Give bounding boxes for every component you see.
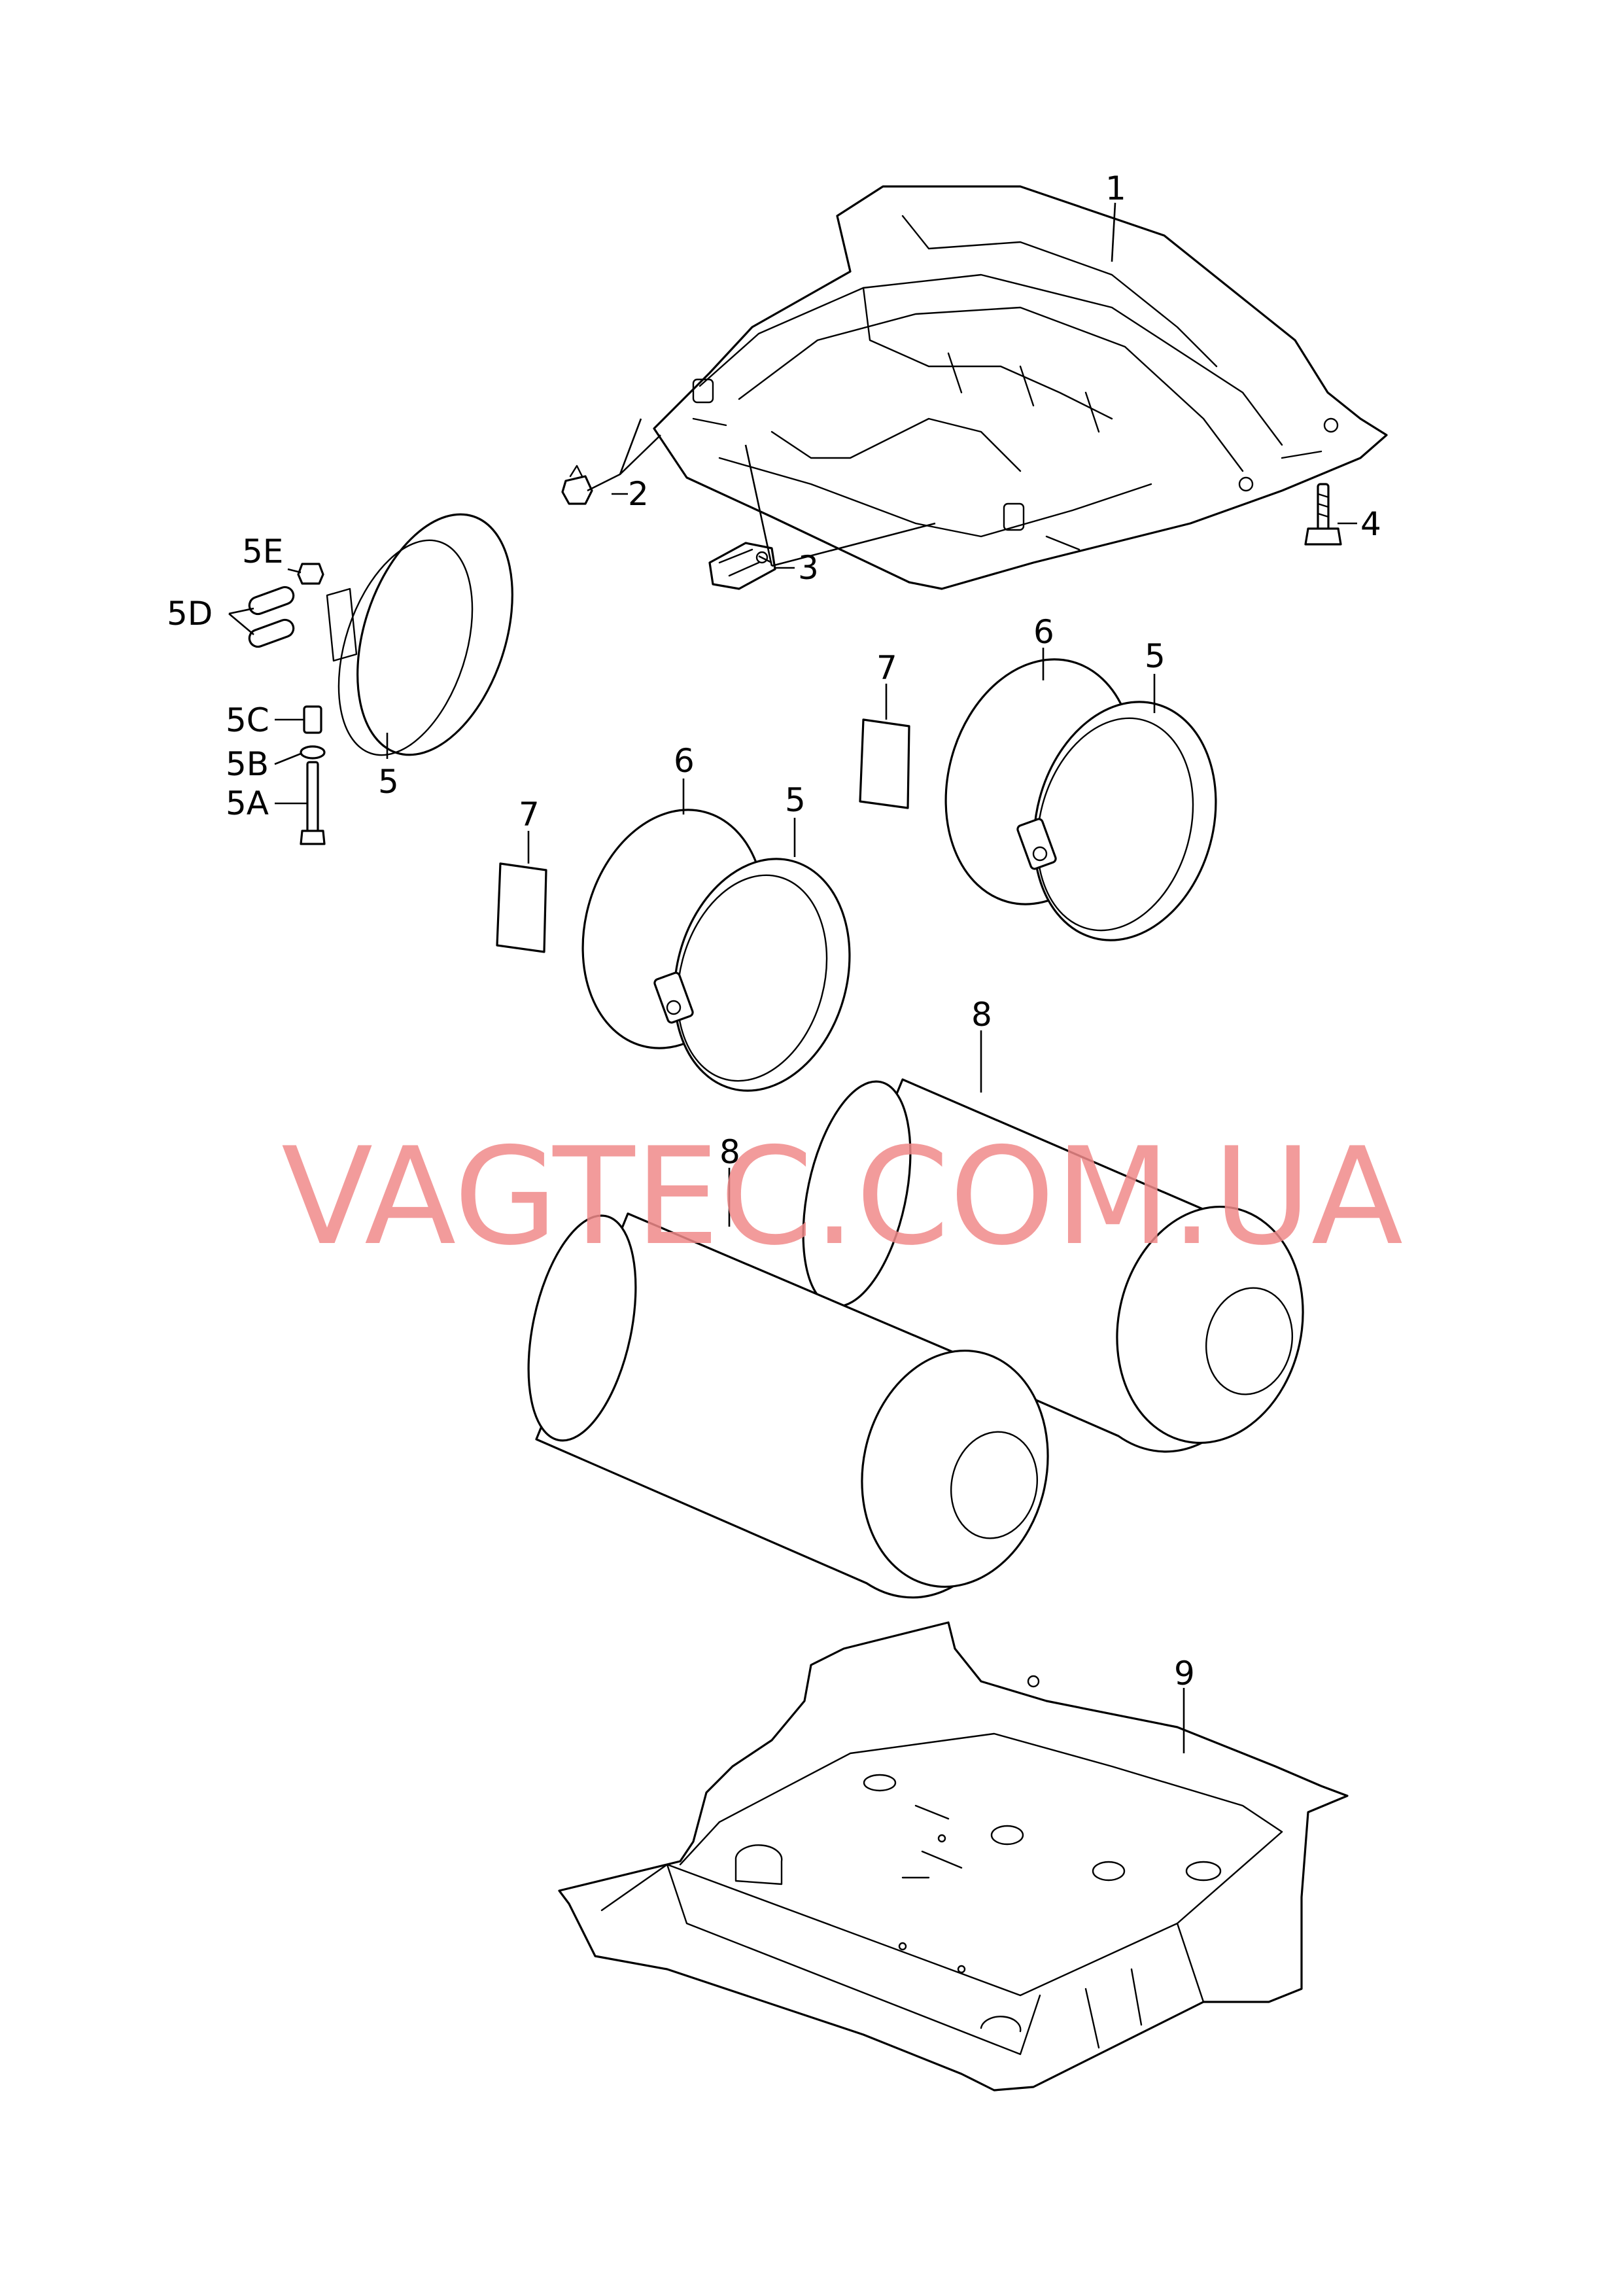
callout-5-left: 5	[378, 763, 399, 801]
part-5A-bolt	[300, 761, 326, 845]
part-5B-washer	[300, 745, 326, 760]
leader-lines	[228, 202, 1357, 1753]
part-3-bracket	[708, 542, 776, 590]
part-5C-spacer	[303, 705, 322, 734]
part-5D-sleeves	[248, 586, 295, 648]
watermark: VAGTEC.COM.UA	[281, 1119, 1403, 1275]
callout-5B: 5B	[226, 745, 269, 783]
callout-2: 2	[628, 475, 649, 513]
callout-1: 1	[1105, 169, 1126, 207]
part-5-clamp-middle	[653, 858, 851, 1092]
callout-5E: 5E	[242, 533, 283, 570]
callout-8-rear: 8	[971, 996, 992, 1034]
callout-5A: 5A	[226, 784, 269, 822]
part-1-top-cover	[653, 185, 1388, 590]
callout-3: 3	[798, 549, 819, 587]
callout-7-middle: 7	[519, 796, 540, 833]
callout-6-right: 6	[1033, 613, 1054, 651]
callout-5D: 5D	[167, 595, 213, 633]
part-9-tray	[558, 1621, 1349, 2092]
callout-6-middle: 6	[674, 742, 695, 780]
part-5E-nut	[297, 563, 324, 585]
part-2-clip	[561, 464, 593, 505]
part-8-tank-front	[527, 1212, 1049, 1599]
callout-5-middle: 5	[785, 781, 806, 819]
part-5-clamp-right	[1016, 701, 1217, 941]
part-7-pad-middle	[496, 862, 547, 953]
callout-7-right: 7	[876, 649, 897, 687]
callout-labels: 1 2 3 4 5E 5D 5C 5B 5A 5 6 5 7 6 5 7 8 8…	[167, 169, 1381, 1692]
callout-9: 9	[1174, 1655, 1195, 1692]
part-5-clamp-left	[326, 513, 513, 756]
part-4-bolt	[1304, 483, 1342, 546]
callout-5-right: 5	[1145, 637, 1166, 675]
callout-8-front: 8	[719, 1133, 740, 1171]
callout-5C: 5C	[226, 701, 269, 739]
callout-4: 4	[1360, 505, 1381, 543]
part-7-pad-right	[859, 718, 910, 809]
part-8-tank-rear	[802, 1078, 1304, 1453]
